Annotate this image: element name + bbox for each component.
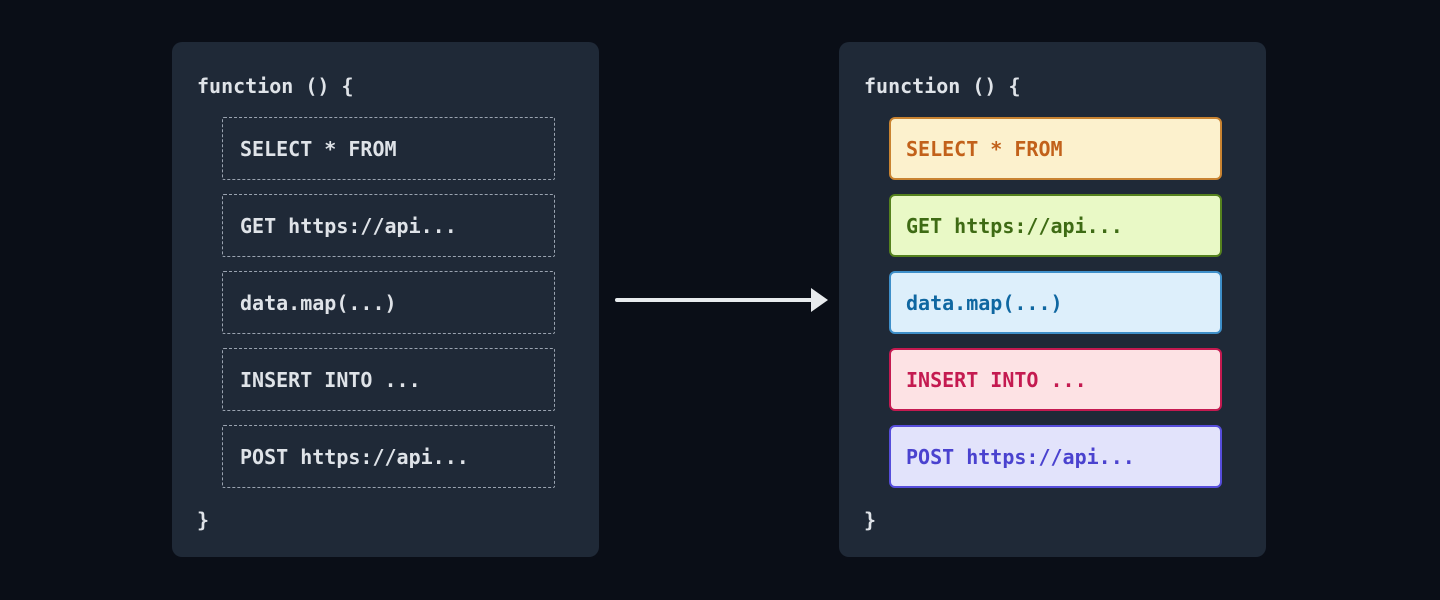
code-snippet-box-select-highlighted: SELECT * FROM [889,117,1222,180]
arrow-head-icon [811,288,828,312]
code-snippet-label: POST https://api... [906,444,1135,469]
code-snippet-label: data.map(...) [240,290,397,315]
code-snippet-label: SELECT * FROM [906,136,1063,161]
transform-arrow [615,288,828,312]
code-snippet-box-map-highlighted: data.map(...) [889,271,1222,334]
code-snippet-label: INSERT INTO ... [240,367,421,392]
function-declaration: function () { [197,74,354,98]
source-snippet-list: SELECT * FROM GET https://api... data.ma… [222,117,555,488]
code-snippet-label: GET https://api... [240,213,457,238]
code-snippet-box-insert-highlighted: INSERT INTO ... [889,348,1222,411]
code-snippet-box-get-highlighted: GET https://api... [889,194,1222,257]
code-snippet-box-post: POST https://api... [222,425,555,488]
arrow-shaft [615,298,813,302]
code-snippet-box-insert: INSERT INTO ... [222,348,555,411]
code-snippet-label: POST https://api... [240,444,469,469]
code-snippet-box-post-highlighted: POST https://api... [889,425,1222,488]
code-snippet-box-map: data.map(...) [222,271,555,334]
code-snippet-box-select: SELECT * FROM [222,117,555,180]
source-code-panel: function () { SELECT * FROM GET https://… [172,42,599,557]
function-declaration: function () { [864,74,1021,98]
code-snippet-box-get: GET https://api... [222,194,555,257]
code-snippet-label: SELECT * FROM [240,136,397,161]
categorized-code-panel: function () { SELECT * FROM GET https://… [839,42,1266,557]
code-snippet-label: GET https://api... [906,213,1123,238]
code-snippet-label: INSERT INTO ... [906,367,1087,392]
closing-brace: } [197,508,210,532]
closing-brace: } [864,508,877,532]
code-snippet-label: data.map(...) [906,290,1063,315]
categorized-snippet-list: SELECT * FROM GET https://api... data.ma… [889,117,1222,488]
